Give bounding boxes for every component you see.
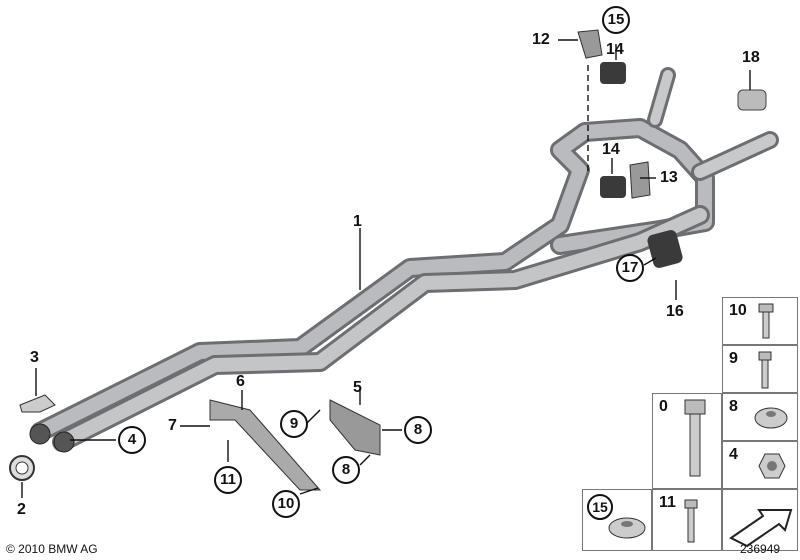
part-label: 0 xyxy=(659,398,668,415)
callout-7: 7 xyxy=(168,417,177,434)
part-tile: 4 xyxy=(722,441,798,489)
spacer-icon xyxy=(754,407,788,429)
bolt-icon xyxy=(758,303,774,339)
diagram-number: 236949 xyxy=(740,542,781,556)
small-bolt-icon xyxy=(684,499,698,543)
callout-8: 8 xyxy=(404,416,432,444)
callout-18: 18 xyxy=(742,49,760,66)
part-label: 4 xyxy=(729,446,738,463)
part-label: 8 xyxy=(729,398,738,415)
bracket-5-icon xyxy=(329,399,381,456)
copyright-text: © 2010 BMW AG xyxy=(6,542,98,556)
callout-17: 17 xyxy=(616,254,644,282)
part-tile: 11 xyxy=(652,489,722,551)
callout-3: 3 xyxy=(30,349,39,366)
callout-15: 15 xyxy=(602,6,630,34)
part-tile: 8 xyxy=(722,393,798,441)
part-tile: 9 xyxy=(722,345,798,393)
callout-5: 5 xyxy=(353,379,362,396)
rubber-mount-icon xyxy=(600,62,626,84)
callout-1: 1 xyxy=(353,213,362,230)
part-label: 10 xyxy=(729,302,747,319)
bracket-12-icon xyxy=(577,29,603,59)
flange-nut-icon xyxy=(608,517,646,539)
callout-8: 8 xyxy=(332,456,360,484)
callout-13: 13 xyxy=(660,169,678,186)
gasket-icon xyxy=(9,455,35,481)
clamp-icon xyxy=(737,89,767,111)
part-tile: 0 xyxy=(652,393,722,489)
callout-12: 12 xyxy=(532,31,550,48)
bracket-3-icon xyxy=(19,394,56,413)
leader-lines xyxy=(21,39,751,498)
callout-14: 14 xyxy=(602,141,620,158)
callout-10: 10 xyxy=(272,490,300,518)
tailpipe-tips xyxy=(29,423,75,453)
bracket-13-icon xyxy=(629,161,651,199)
callout-4: 4 xyxy=(118,426,146,454)
callout-14: 14 xyxy=(606,41,624,58)
bracket-6-icon xyxy=(209,399,322,491)
rubber-mount-icon xyxy=(600,176,626,198)
callout-16: 16 xyxy=(666,303,684,320)
part-label: 15 xyxy=(587,494,613,520)
exhaust-pipe xyxy=(30,67,779,452)
callout-2: 2 xyxy=(17,501,26,518)
part-tile: 15 xyxy=(582,489,652,551)
stud-bolt-icon xyxy=(684,399,706,477)
arrow-symbol-icon xyxy=(729,509,793,548)
part-tile xyxy=(722,489,798,551)
part-tile: 10 xyxy=(722,297,798,345)
hex-nut-icon xyxy=(758,453,786,479)
callout-6: 6 xyxy=(236,373,245,390)
callout-9: 9 xyxy=(280,410,308,438)
screw-icon xyxy=(758,351,772,389)
part-label: 11 xyxy=(659,494,676,511)
part-label: 9 xyxy=(729,350,738,367)
callout-11: 11 xyxy=(214,466,242,494)
